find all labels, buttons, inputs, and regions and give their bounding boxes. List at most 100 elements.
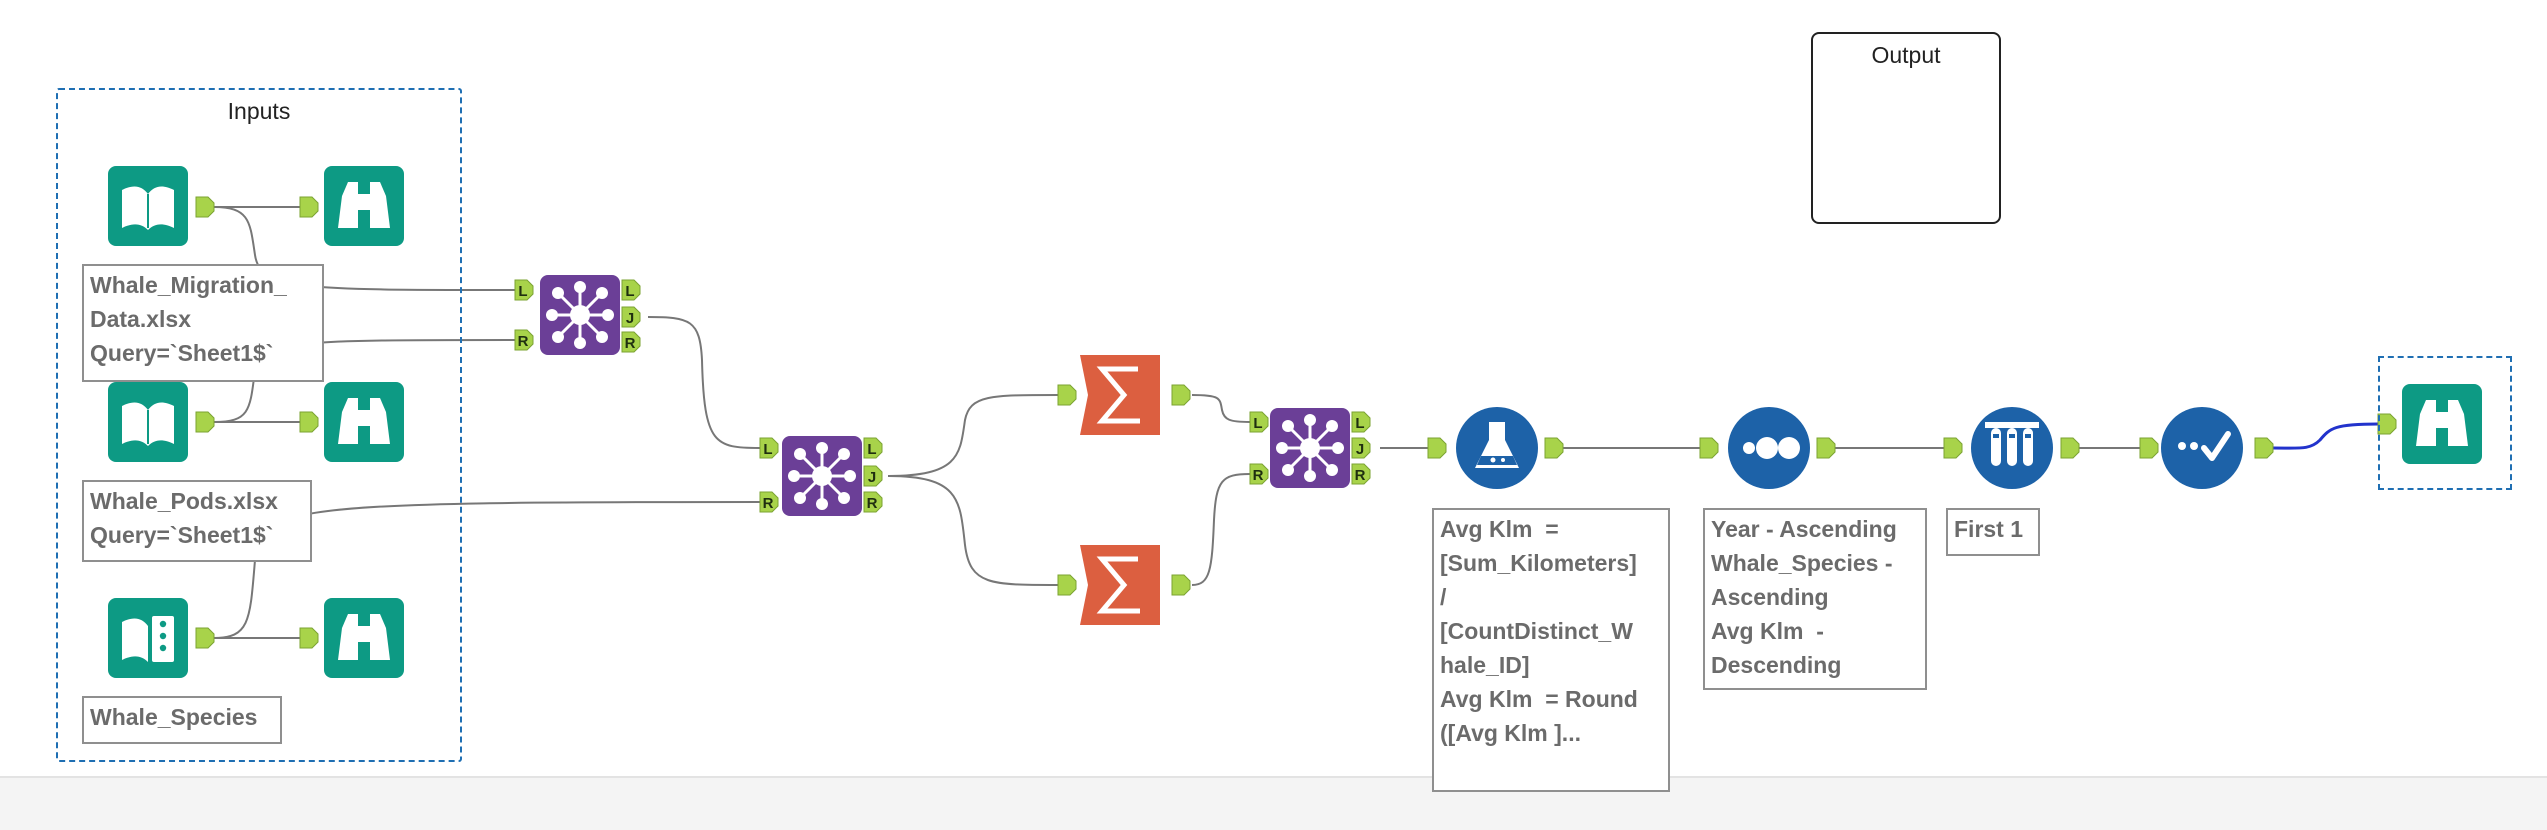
- svg-text:L: L: [518, 283, 527, 300]
- anchor-join1-out-right[interactable]: R: [621, 331, 641, 353]
- join-network-icon: [540, 275, 620, 355]
- svg-text:J: J: [1356, 441, 1364, 458]
- anchor-out-pods-input[interactable]: [195, 411, 215, 433]
- browse-tool-migration[interactable]: [324, 166, 404, 246]
- anchor-out-select[interactable]: [2254, 437, 2274, 459]
- join-tool-2[interactable]: [782, 436, 862, 516]
- output-container-title: Output: [1871, 42, 1941, 68]
- anchor-join2-out-right[interactable]: R: [863, 491, 883, 513]
- browse-tool-pods[interactable]: [324, 382, 404, 462]
- join-tool-3[interactable]: [1270, 408, 1350, 488]
- svg-text:R: R: [867, 495, 878, 512]
- annotation-sort: Year - Ascending Whale_Species - Ascendi…: [1703, 508, 1927, 690]
- anchor-out-sort[interactable]: [1816, 437, 1836, 459]
- check-select-icon: [2161, 407, 2243, 489]
- book-input-icon: [108, 598, 188, 678]
- anchor-join2-in-right[interactable]: R: [759, 491, 779, 513]
- browse-tool-final[interactable]: [2402, 384, 2482, 464]
- select-tool[interactable]: [2161, 407, 2243, 489]
- svg-text:R: R: [518, 333, 529, 350]
- inputs-container-title: Inputs: [227, 98, 291, 124]
- join-tool-1[interactable]: [540, 275, 620, 355]
- annotation-migration-input: Whale_Migration_ Data.xlsx Query=`Sheet1…: [82, 264, 324, 382]
- conn-join2-to-summarize-bottom[interactable]: [887, 475, 1059, 586]
- svg-text:L: L: [625, 283, 634, 300]
- anchor-in-summarize-bottom[interactable]: [1057, 574, 1077, 596]
- join-network-icon: [782, 436, 862, 516]
- svg-text:R: R: [1253, 467, 1264, 484]
- svg-text:J: J: [868, 469, 876, 486]
- anchor-in-sample[interactable]: [1943, 437, 1963, 459]
- sample-tool[interactable]: [1971, 407, 2053, 489]
- book-input-icon: [108, 382, 188, 462]
- svg-text:L: L: [763, 441, 772, 458]
- browse-tool-species[interactable]: [324, 598, 404, 678]
- anchor-out-migration-input[interactable]: [195, 196, 215, 218]
- inputs-container[interactable]: Inputs: [56, 88, 462, 762]
- anchor-out-sample[interactable]: [2060, 437, 2080, 459]
- anchor-out-summarize-top[interactable]: [1171, 384, 1191, 406]
- sigma-icon: [1080, 355, 1160, 435]
- annotation-sample: First 1: [1946, 508, 2040, 556]
- anchor-join2-out-left[interactable]: L: [863, 437, 883, 459]
- join-network-icon: [1270, 408, 1350, 488]
- svg-text:L: L: [867, 441, 876, 458]
- anchor-join3-out-join[interactable]: J: [1351, 437, 1371, 459]
- selected-tool-highlight: [2378, 356, 2512, 490]
- anchor-out-summarize-bottom[interactable]: [1171, 574, 1191, 596]
- anchor-in-browse-migration[interactable]: [299, 196, 319, 218]
- svg-text:L: L: [1355, 415, 1364, 432]
- conn-join1-to-join2-left[interactable]: [647, 316, 761, 449]
- anchor-join1-in-right[interactable]: R: [514, 329, 534, 351]
- annotation-pods-input: Whale_Pods.xlsx Query=`Sheet1$`: [82, 480, 312, 562]
- book-input-icon: [108, 166, 188, 246]
- input-tool-migration[interactable]: [108, 166, 188, 246]
- anchor-join1-out-join[interactable]: J: [621, 306, 641, 328]
- conn-summarize-bottom-to-join3[interactable]: [1191, 473, 1251, 586]
- anchor-join1-out-left[interactable]: L: [621, 279, 641, 301]
- formula-tool[interactable]: [1456, 407, 1538, 489]
- input-tool-species[interactable]: [108, 598, 188, 678]
- test-tubes-icon: [1971, 407, 2053, 489]
- anchor-join2-out-join[interactable]: J: [863, 465, 883, 487]
- sort-tool[interactable]: [1728, 407, 1810, 489]
- canvas-bottom-bar: [0, 776, 2547, 830]
- binoculars-icon: [324, 382, 404, 462]
- output-container[interactable]: Output: [1811, 32, 2001, 224]
- anchor-in-summarize-top[interactable]: [1057, 384, 1077, 406]
- anchor-in-browse-pods[interactable]: [299, 411, 319, 433]
- anchor-join2-in-left[interactable]: L: [759, 437, 779, 459]
- anchor-in-select[interactable]: [2139, 437, 2159, 459]
- svg-text:R: R: [1355, 467, 1366, 484]
- annotation-formula: Avg Klm = [Sum_Kilometers] / [CountDisti…: [1432, 508, 1670, 792]
- binoculars-icon: [324, 166, 404, 246]
- conn-select-to-browse-selected[interactable]: [2272, 422, 2379, 450]
- anchor-in-browse-species[interactable]: [299, 627, 319, 649]
- binoculars-icon: [324, 598, 404, 678]
- conn-summarize-top-to-join3[interactable]: [1191, 394, 1251, 423]
- sigma-icon: [1080, 545, 1160, 625]
- svg-text:R: R: [763, 495, 774, 512]
- binoculars-icon: [2402, 384, 2482, 464]
- anchor-join3-out-left[interactable]: L: [1351, 411, 1371, 433]
- summarize-tool-bottom[interactable]: [1080, 545, 1160, 625]
- anchor-in-formula[interactable]: [1427, 437, 1447, 459]
- anchor-join3-out-right[interactable]: R: [1351, 463, 1371, 485]
- svg-text:R: R: [625, 335, 636, 352]
- flask-icon: [1456, 407, 1538, 489]
- sort-dots-icon: [1728, 407, 1810, 489]
- anchor-out-formula[interactable]: [1544, 437, 1564, 459]
- input-tool-pods[interactable]: [108, 382, 188, 462]
- anchor-out-species-input[interactable]: [195, 627, 215, 649]
- annotation-species-input: Whale_Species: [82, 696, 282, 744]
- conn-join2-to-summarize-top[interactable]: [887, 394, 1059, 477]
- anchor-in-sort[interactable]: [1699, 437, 1719, 459]
- svg-text:L: L: [1253, 415, 1262, 432]
- anchor-join3-in-right[interactable]: R: [1249, 463, 1269, 485]
- anchor-join3-in-left[interactable]: L: [1249, 411, 1269, 433]
- summarize-tool-top[interactable]: [1080, 355, 1160, 435]
- anchor-join1-in-left[interactable]: L: [514, 279, 534, 301]
- svg-text:J: J: [626, 310, 634, 327]
